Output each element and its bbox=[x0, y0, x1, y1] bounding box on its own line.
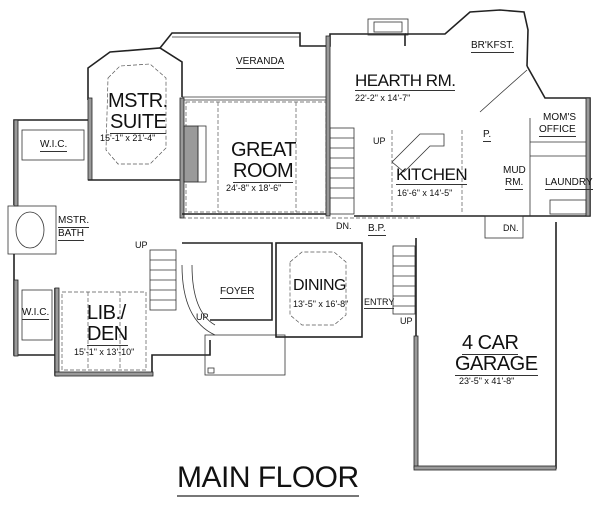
laundry-label: LAUNDRY bbox=[545, 177, 593, 190]
dining-outline bbox=[275, 242, 363, 338]
garage-label-line1: 4 CAR bbox=[462, 332, 519, 355]
hearth-room-dims: 22'-2" x 14'-7" bbox=[355, 93, 411, 103]
entry-stair bbox=[392, 245, 416, 315]
mud-dn-stair bbox=[484, 215, 524, 239]
master-suite-dims: 15'-1" x 21'-4" bbox=[100, 133, 156, 143]
hearth-stair bbox=[329, 127, 355, 215]
library-den-label-line2: DEN bbox=[87, 323, 128, 346]
master-bath-tub-deck bbox=[7, 205, 57, 255]
hearth-room-label: HEARTH RM. bbox=[355, 71, 456, 91]
mud-room-label-line2: RM. bbox=[505, 177, 524, 190]
dining-label: DINING bbox=[293, 277, 347, 294]
master-suite-label-line1: MSTR. bbox=[108, 90, 168, 112]
foyer-outline bbox=[182, 242, 273, 321]
library-den-dims: 15'-1" x 13'-10" bbox=[74, 347, 135, 357]
kitchen-dims: 16'-6" x 14'-5" bbox=[397, 188, 453, 198]
mud-room-label-line1: MUD bbox=[503, 165, 526, 176]
stair-up-entry: UP bbox=[400, 316, 413, 326]
wic-lower-label: W.I.C. bbox=[22, 307, 50, 320]
wic-lower-box bbox=[21, 289, 53, 341]
master-suite-bay bbox=[87, 47, 183, 100]
fireplace bbox=[183, 125, 199, 183]
kitchen-island bbox=[391, 133, 445, 173]
stair-up-foyer-curve: UP bbox=[196, 312, 209, 322]
stair-dn-mud: DN. bbox=[503, 223, 519, 233]
veranda-outline bbox=[159, 32, 406, 49]
foyer-label: FOYER bbox=[220, 286, 255, 299]
breakfast-label: BR'KFST. bbox=[471, 40, 515, 53]
left-wing-outline bbox=[13, 119, 88, 205]
master-suite-label-line2: SUITE bbox=[110, 111, 167, 134]
wic-upper-label: W.I.C. bbox=[40, 139, 68, 152]
great-room-dims: 24'-8" x 18'-6" bbox=[226, 183, 282, 193]
master-bath-label-line2: BATH bbox=[58, 228, 84, 241]
great-room-label-line2: ROOM bbox=[233, 160, 294, 183]
stair-up-hearth: UP bbox=[373, 136, 386, 146]
bathtub bbox=[15, 211, 45, 249]
wic-upper-box bbox=[21, 129, 85, 161]
veranda-label: VERANDA bbox=[236, 56, 285, 69]
laundry-counter bbox=[549, 199, 587, 215]
dining-dims: 13'-5" x 16'-8" bbox=[293, 299, 349, 309]
breakfast-bay bbox=[405, 9, 529, 67]
garage-dims: 23'-5" x 41'-8" bbox=[459, 376, 515, 386]
great-room-label-line1: GREAT bbox=[231, 139, 296, 161]
moms-office-label-line2: OFFICE bbox=[539, 124, 576, 137]
kitchen-label: KITCHEN bbox=[396, 165, 468, 185]
butler-pantry-label: B.P. bbox=[368, 223, 386, 236]
stair-up-foyer-top: UP bbox=[135, 240, 148, 250]
master-bath-label-line1: MSTR. bbox=[58, 215, 90, 228]
plan-title: MAIN FLOOR bbox=[177, 463, 359, 497]
garage-label-line2: GARAGE bbox=[455, 353, 538, 376]
library-den-label-line1: LIB./ bbox=[87, 302, 126, 324]
stair-dn-hearth: DN. bbox=[336, 221, 352, 231]
main-stair bbox=[149, 249, 216, 336]
chimney bbox=[367, 18, 409, 36]
moms-office-label-line1: MOM'S bbox=[543, 112, 577, 123]
service-wing bbox=[480, 65, 591, 217]
pantry-label: P. bbox=[483, 129, 492, 142]
porch bbox=[204, 334, 286, 376]
entry-label: ENTRY bbox=[364, 297, 395, 309]
